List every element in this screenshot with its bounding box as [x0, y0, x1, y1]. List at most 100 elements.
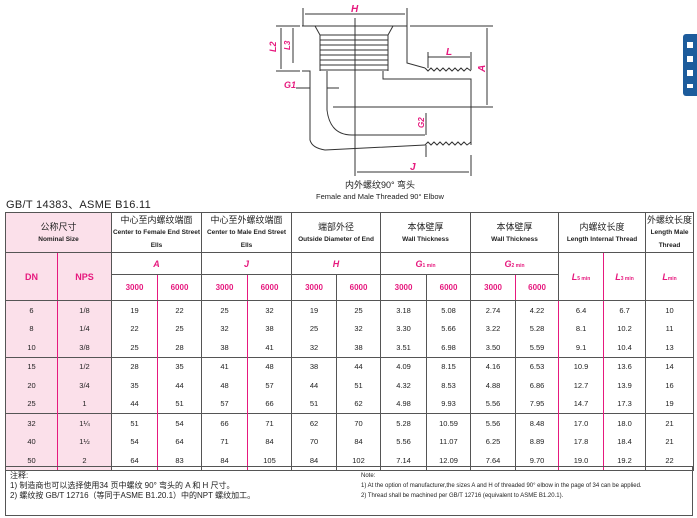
table-cell: 28 — [111, 356, 158, 376]
symbol-g1: G1 min — [380, 252, 472, 275]
table-cell: 9.93 — [426, 394, 472, 414]
table-cell: 17.8 — [558, 432, 605, 451]
cell-dn: 20 — [5, 376, 58, 395]
table-cell: 28 — [156, 338, 203, 357]
table-cell: 38 — [336, 338, 382, 357]
table-cell: 54 — [156, 413, 203, 433]
cell-nps: 3/8 — [57, 338, 112, 357]
pressure-class-3000: 3000 — [291, 274, 338, 301]
table-cell: 102 — [336, 451, 382, 471]
table-cell: 25 — [291, 319, 338, 338]
table-cell: 10.59 — [426, 413, 472, 433]
table-cell: 84 — [247, 432, 293, 451]
table-cell: 44 — [336, 356, 382, 376]
cell-nps: 2 — [57, 451, 112, 471]
table-cell: 17.3 — [603, 394, 647, 414]
table-cell: 38 — [201, 338, 249, 357]
table-cell: 10.4 — [603, 338, 647, 357]
side-navigation-tab[interactable] — [683, 34, 697, 96]
pressure-class-3000: 3000 — [380, 274, 428, 301]
table-cell: 21 — [645, 413, 695, 433]
table-cell: 8.89 — [515, 432, 560, 451]
cell-nps: 1/4 — [57, 319, 112, 338]
table-cell: 9.1 — [558, 338, 605, 357]
symbol-l: Lmin — [645, 252, 695, 301]
table-cell: 4.88 — [470, 376, 517, 395]
table-cell: 70 — [291, 432, 338, 451]
table-cell: 21 — [645, 432, 695, 451]
table-cell: 44 — [291, 376, 338, 395]
table-cell: 71 — [201, 432, 249, 451]
table-cell: 25 — [156, 319, 203, 338]
table-cell: 14.7 — [558, 394, 605, 414]
table-cell: 51 — [336, 376, 382, 395]
table-cell: 18.0 — [603, 413, 647, 433]
table-cell: 3.22 — [470, 319, 517, 338]
table-cell: 5.28 — [380, 413, 428, 433]
notes-zh: 注释:1) 制造商也可以选择使用34 页中螺纹 90° 弯头的 A 和 H 尺寸… — [10, 471, 256, 500]
dim-label-a: A — [477, 65, 488, 73]
cell-nps: 1/2 — [57, 356, 112, 376]
pressure-class-3000: 3000 — [111, 274, 158, 301]
table-cell: 3.30 — [380, 319, 428, 338]
table-cell: 44 — [156, 376, 203, 395]
cell-dn: 25 — [5, 394, 58, 414]
table-cell: 4.98 — [380, 394, 428, 414]
table-cell: 51 — [291, 394, 338, 414]
table-cell: 51 — [111, 413, 158, 433]
dim-label-h: H — [351, 4, 359, 15]
table-cell: 7.95 — [515, 394, 560, 414]
table-cell: 13.6 — [603, 356, 647, 376]
cell-dn: 40 — [5, 432, 58, 451]
table-cell: 17.0 — [558, 413, 605, 433]
cell-dn: 50 — [5, 451, 58, 471]
pressure-class-3000: 3000 — [201, 274, 249, 301]
symbol-j: J — [201, 252, 293, 275]
table-cell: 41 — [201, 356, 249, 376]
table-cell: 5.56 — [380, 432, 428, 451]
table-cell: 16 — [645, 376, 695, 395]
table-cell: 10.9 — [558, 356, 605, 376]
table-cell: 25 — [201, 300, 249, 320]
table-cell: 13.9 — [603, 376, 647, 395]
table-cell: 14 — [645, 356, 695, 376]
table-cell: 8.53 — [426, 376, 472, 395]
table-cell: 66 — [247, 394, 293, 414]
table-cell: 4.22 — [515, 300, 560, 320]
table-cell: 51 — [156, 394, 203, 414]
dim-label-j: J — [410, 162, 416, 173]
pressure-class-6000: 6000 — [515, 274, 560, 301]
table-cell: 6.25 — [470, 432, 517, 451]
table-cell: 62 — [336, 394, 382, 414]
dim-label-l2: L2 — [268, 41, 278, 52]
dim-label-g1: G1 — [284, 80, 296, 90]
table-cell: 84 — [336, 432, 382, 451]
table-cell: 19 — [111, 300, 158, 320]
table-cell: 32 — [336, 319, 382, 338]
header-nps: NPS — [57, 252, 112, 301]
pressure-class-6000: 6000 — [247, 274, 293, 301]
table-cell: 2.74 — [470, 300, 517, 320]
symbol-l5: L5 min — [558, 252, 605, 301]
table-cell: 38 — [291, 356, 338, 376]
table-cell: 66 — [201, 413, 249, 433]
pressure-class-6000: 6000 — [336, 274, 382, 301]
table-cell: 5.08 — [426, 300, 472, 320]
notes-en: Note:1) At the option of manufacturer,th… — [361, 473, 642, 499]
table-cell: 48 — [201, 376, 249, 395]
table-cell: 3.18 — [380, 300, 428, 320]
table-cell: 22 — [111, 319, 158, 338]
table-cell: 25 — [111, 338, 158, 357]
